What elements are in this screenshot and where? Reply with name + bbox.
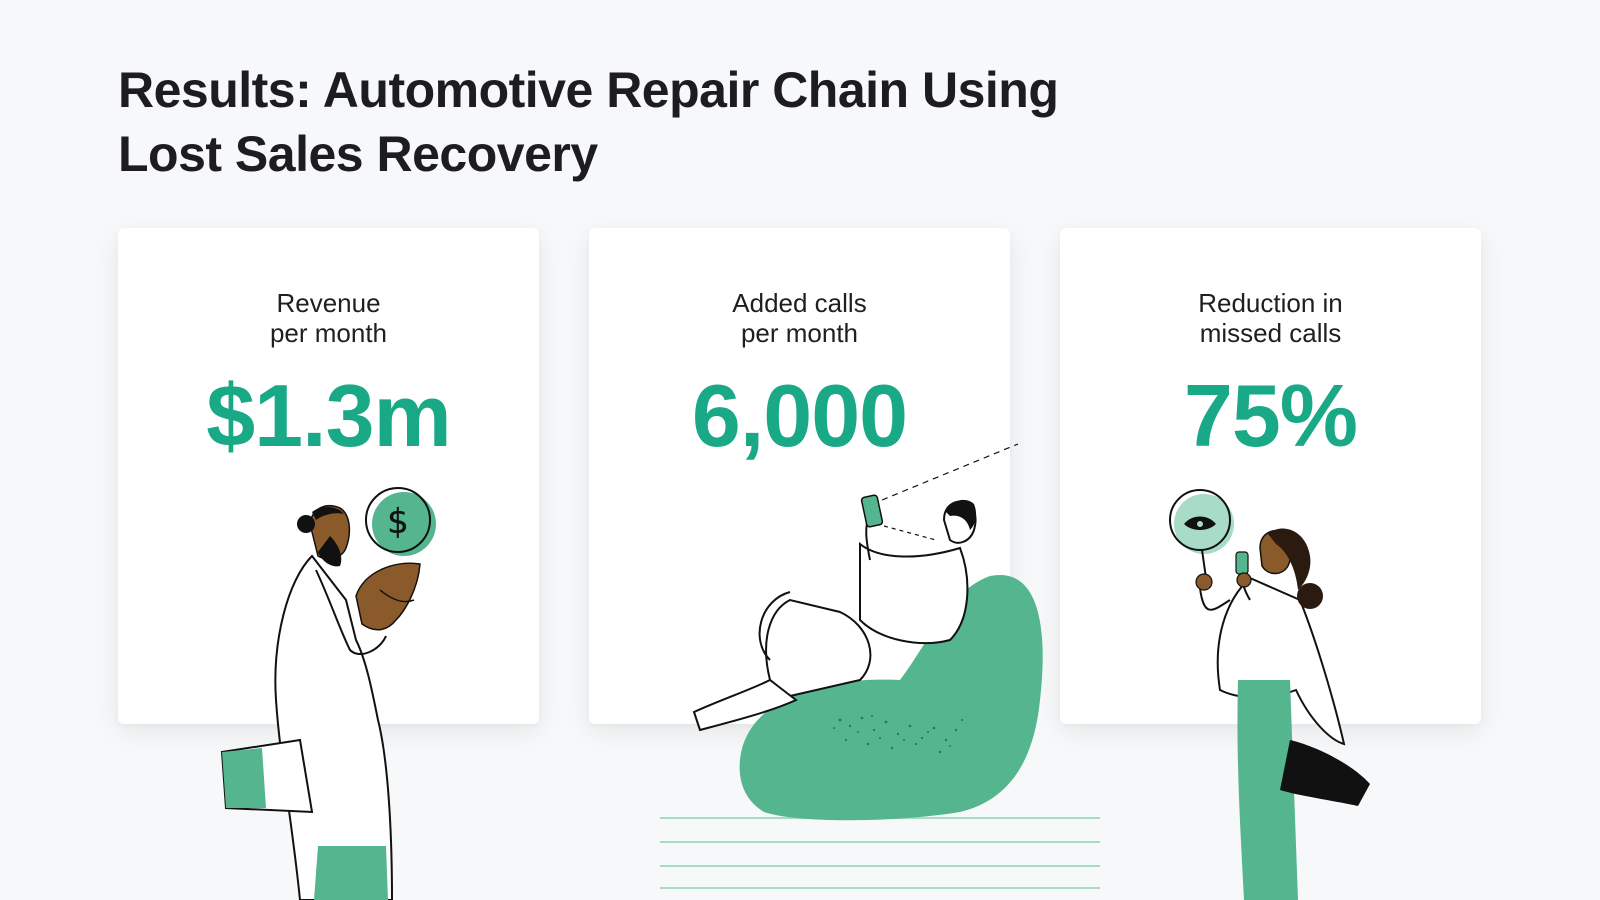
revenue-stat-label: Revenue per month — [118, 288, 539, 348]
revenue-stat-label-line-2: per month — [269, 318, 388, 348]
added-calls-stat-label: Added calls per month — [589, 288, 1010, 348]
added-calls-stat-label-line-2: per month — [740, 318, 859, 348]
revenue-stat-label-line-1: Revenue — [276, 288, 381, 318]
page-title: Results: Automotive Repair Chain Using L… — [118, 58, 1218, 186]
revenue-stat-card: Revenue per month $1.3m — [118, 228, 539, 724]
missed-calls-reduction-stat-card: Reduction in missed calls 75% — [1060, 228, 1481, 724]
added-calls-stat-label-line-1: Added calls — [732, 288, 867, 318]
missed-calls-stat-label: Reduction in missed calls — [1060, 288, 1481, 348]
added-calls-stat-card: Added calls per month 6,000 — [589, 228, 1010, 724]
revenue-stat-value: $1.3m — [206, 366, 452, 465]
floor-lines — [660, 817, 1100, 889]
missed-calls-stat-label-line-1: Reduction in — [1198, 288, 1343, 318]
missed-calls-stat-value: 75% — [1183, 366, 1358, 465]
page-title-line-2: Lost Sales Recovery — [118, 126, 598, 182]
missed-calls-stat-label-line-2: missed calls — [1199, 318, 1342, 348]
added-calls-stat-value: 6,000 — [691, 366, 908, 465]
page-title-line-1: Results: Automotive Repair Chain Using — [118, 62, 1059, 118]
